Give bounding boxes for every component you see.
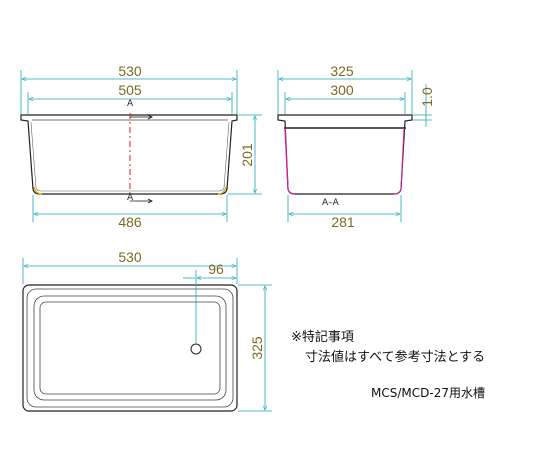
dim-height: 201	[239, 143, 255, 167]
dim-section-overall-width: 325	[330, 63, 354, 79]
dim-plan-overall-width: 530	[118, 249, 142, 265]
plan-view: 530 96 325	[22, 249, 272, 412]
dim-bottom-width: 486	[118, 214, 142, 230]
dim-section-bottom-width: 281	[331, 214, 355, 230]
dim-side-overall-width: 530	[118, 63, 142, 79]
dim-rim-thickness: 1.0	[419, 87, 435, 107]
plan-outer-rim	[22, 284, 238, 412]
section-name: A–A	[322, 198, 340, 208]
notes-heading: ※特記事項	[291, 330, 354, 345]
drain-hole	[190, 343, 202, 355]
product-label: MCS/MCD-27用水槽	[371, 386, 485, 400]
dim-drain-offset: 96	[208, 261, 224, 277]
plan-basin-floor	[39, 301, 221, 395]
notes-body: 寸法値はすべて参考寸法とする	[305, 350, 486, 365]
section-label-top: A	[127, 99, 134, 109]
dim-section-inner-width: 300	[330, 82, 354, 98]
section-view-body	[277, 114, 413, 195]
side-view-body	[20, 114, 238, 195]
section-view: A–A 325 300 281 1.0	[277, 63, 435, 230]
dim-top-inner-width: 505	[118, 82, 142, 98]
dim-plan-depth: 325	[249, 336, 265, 360]
side-view: A A 530 505 486 201	[20, 63, 262, 230]
section-label-bottom: A	[127, 193, 134, 203]
